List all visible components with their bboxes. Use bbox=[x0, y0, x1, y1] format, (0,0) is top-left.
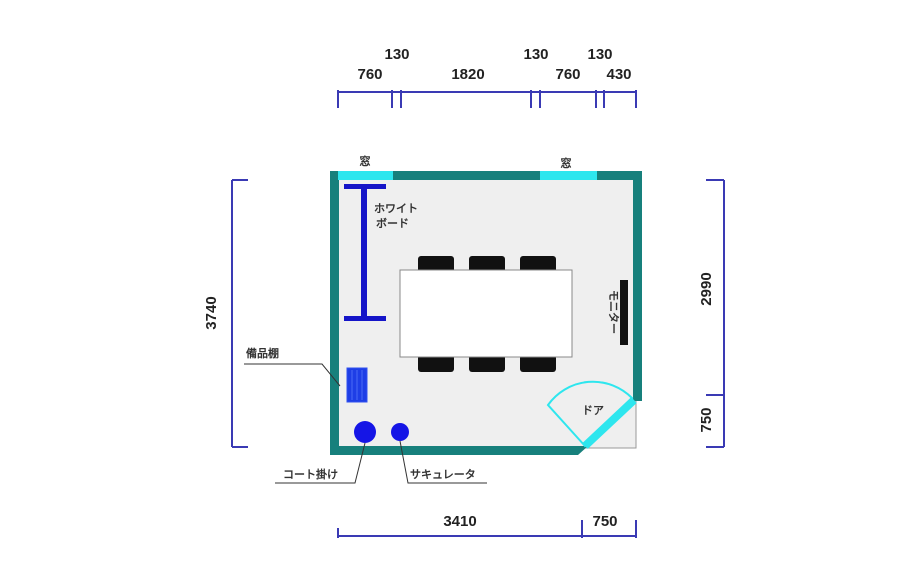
dim-right-750: 750 bbox=[698, 407, 715, 432]
whiteboard-label-2: ボード bbox=[376, 216, 409, 230]
storage-shelf-lines bbox=[351, 370, 363, 400]
monitor bbox=[620, 280, 628, 345]
dim-right-2990: 2990 bbox=[698, 272, 715, 305]
window-left bbox=[338, 171, 393, 180]
dim-top-1820: 1820 bbox=[451, 66, 484, 83]
coat-hanger-leader bbox=[275, 442, 366, 484]
dim-bottom-3410: 3410 bbox=[443, 513, 476, 530]
dim-bottom-750: 750 bbox=[592, 513, 617, 530]
dim-top-130-c: 130 bbox=[587, 46, 612, 63]
circulator bbox=[391, 423, 409, 441]
top-dimension-line bbox=[337, 90, 637, 108]
bottom-dimension-line bbox=[337, 520, 637, 538]
storage-shelf-label: 備品棚 bbox=[246, 346, 279, 360]
coat-hanger bbox=[354, 421, 376, 443]
window-right bbox=[540, 171, 597, 180]
dim-top-130-b: 130 bbox=[523, 46, 548, 63]
dim-top-760-b: 760 bbox=[555, 66, 580, 83]
right-dimension-line bbox=[706, 179, 725, 448]
monitor-label: モニター bbox=[607, 290, 620, 334]
circulator-leader bbox=[399, 440, 487, 484]
dim-top-760-a: 760 bbox=[357, 66, 382, 83]
meeting-table bbox=[399, 269, 573, 358]
room-walls bbox=[330, 171, 642, 455]
chairs-bottom bbox=[418, 355, 556, 372]
circulator-label: サキュレータ bbox=[410, 468, 476, 481]
door bbox=[546, 380, 637, 449]
dim-top-130-a: 130 bbox=[384, 46, 409, 63]
door-label: ドア bbox=[582, 404, 604, 417]
storage-shelf-leader bbox=[244, 363, 341, 387]
whiteboard-label-1: ホワイト bbox=[374, 202, 418, 215]
chairs-top bbox=[418, 256, 556, 273]
left-dimension-line bbox=[231, 179, 248, 448]
window-left-label: 窓 bbox=[360, 154, 371, 168]
dim-top-430: 430 bbox=[606, 66, 631, 83]
window-right-label: 窓 bbox=[561, 156, 572, 170]
coat-hanger-label: コート掛け bbox=[283, 467, 338, 481]
whiteboard bbox=[344, 184, 386, 321]
dim-left-3740: 3740 bbox=[203, 296, 220, 329]
